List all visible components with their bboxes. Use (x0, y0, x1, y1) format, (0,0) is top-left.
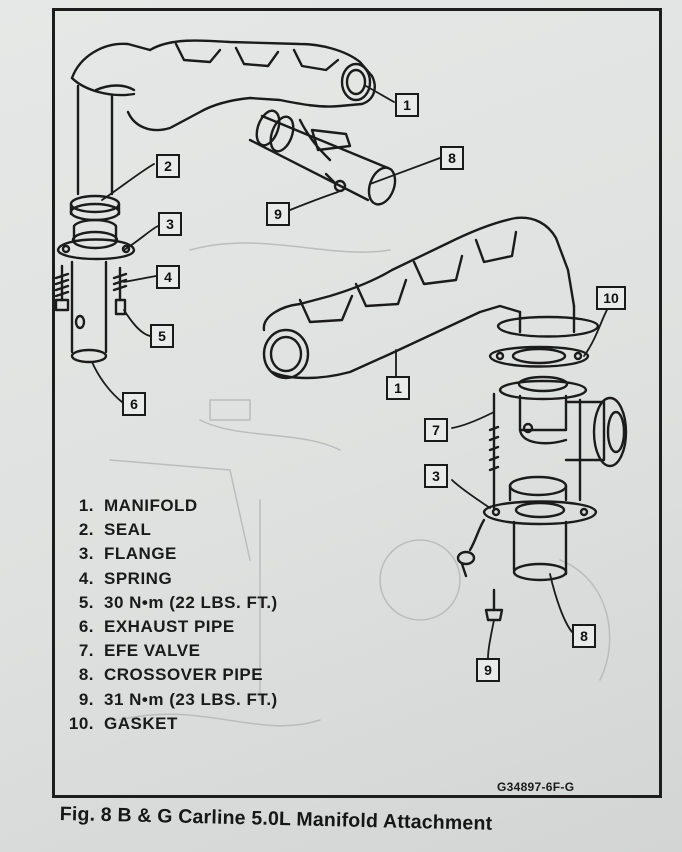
callout-box: 9 (266, 202, 290, 226)
springs-left (54, 264, 128, 316)
leader-lines (91, 85, 609, 659)
parts-legend: 1. MANIFOLD 2. SEAL 3. FLANGE 4. SPRING 5. 30 N•m… (60, 494, 278, 736)
sensor-lead (456, 518, 486, 578)
legend-number: 7. (78, 641, 94, 661)
legend-label: 30 N•m (22 LBS. FT.) (104, 592, 278, 612)
callout-box: 5 (150, 324, 174, 348)
callout-box: 2 (156, 154, 180, 178)
legend-label: MANIFOLD (104, 496, 198, 515)
legend-label: FLANGE (104, 544, 177, 564)
flange-left (56, 218, 136, 261)
legend-item: 4. SPRING (60, 567, 278, 591)
figure-code: G34897-6F-G (497, 780, 575, 794)
legend-label: SEAL (104, 520, 152, 540)
legend-item: 5. 30 N•m (22 LBS. FT.) (60, 591, 278, 615)
callout-box: 1 (386, 376, 410, 400)
efe-valve (498, 375, 628, 468)
legend-item: 1. MANIFOLD (60, 494, 278, 518)
legend-label: EFE VALVE (104, 641, 201, 661)
legend-label: CROSSOVER PIPE (104, 665, 264, 685)
legend-label: EXHAUST PIPE (104, 617, 235, 637)
legend-item: 2. SEAL (60, 518, 278, 542)
legend-number: 9. (78, 689, 94, 709)
bolt-top (324, 172, 347, 193)
callout-box: 1 (395, 93, 419, 117)
legend-number: 3. (78, 544, 94, 564)
legend-number: 10. (68, 713, 94, 733)
legend-item: 3. FLANGE (60, 542, 278, 566)
figure-frame (52, 8, 662, 798)
legend-label: GASKET (104, 713, 178, 733)
lower-crossover-pipe (482, 475, 598, 582)
exhaust-pipe (70, 260, 108, 364)
legend-number: 2. (78, 520, 94, 540)
legend-label: 31 N•m (23 LBS. FT.) (104, 689, 278, 709)
legend-item: 8. CROSSOVER PIPE (60, 663, 278, 687)
legend-number: 4. (78, 568, 94, 588)
upper-manifold (70, 39, 376, 196)
callout-box: 8 (440, 146, 464, 170)
background-ghost-lines (109, 242, 611, 727)
seal-ring (69, 194, 121, 222)
legend-item: 9. 31 N•m (23 LBS. FT.) (60, 688, 278, 712)
callout-box: 7 (424, 418, 448, 442)
callout-box: 8 (572, 624, 596, 648)
legend-item: 7. EFE VALVE (60, 639, 278, 663)
legend-item: 6. EXHAUST PIPE (60, 615, 278, 639)
callout-box: 9 (476, 658, 500, 682)
bolt-bottom (484, 588, 504, 622)
lower-manifold (262, 216, 600, 380)
legend-number: 5. (78, 592, 94, 612)
callout-box: 3 (424, 464, 448, 488)
callout-box: 3 (158, 212, 182, 236)
legend-item: 10. GASKET (60, 712, 278, 736)
legend-number: 6. (78, 617, 94, 637)
callout-box: 4 (156, 265, 180, 289)
legend-number: 8. (78, 665, 94, 685)
callout-box: 10 (596, 286, 626, 310)
legend-number: 1. (78, 496, 94, 515)
upper-crossover-pipe (248, 109, 397, 206)
legend-label: SPRING (104, 568, 173, 588)
gasket (488, 345, 590, 368)
callout-box: 6 (122, 392, 146, 416)
